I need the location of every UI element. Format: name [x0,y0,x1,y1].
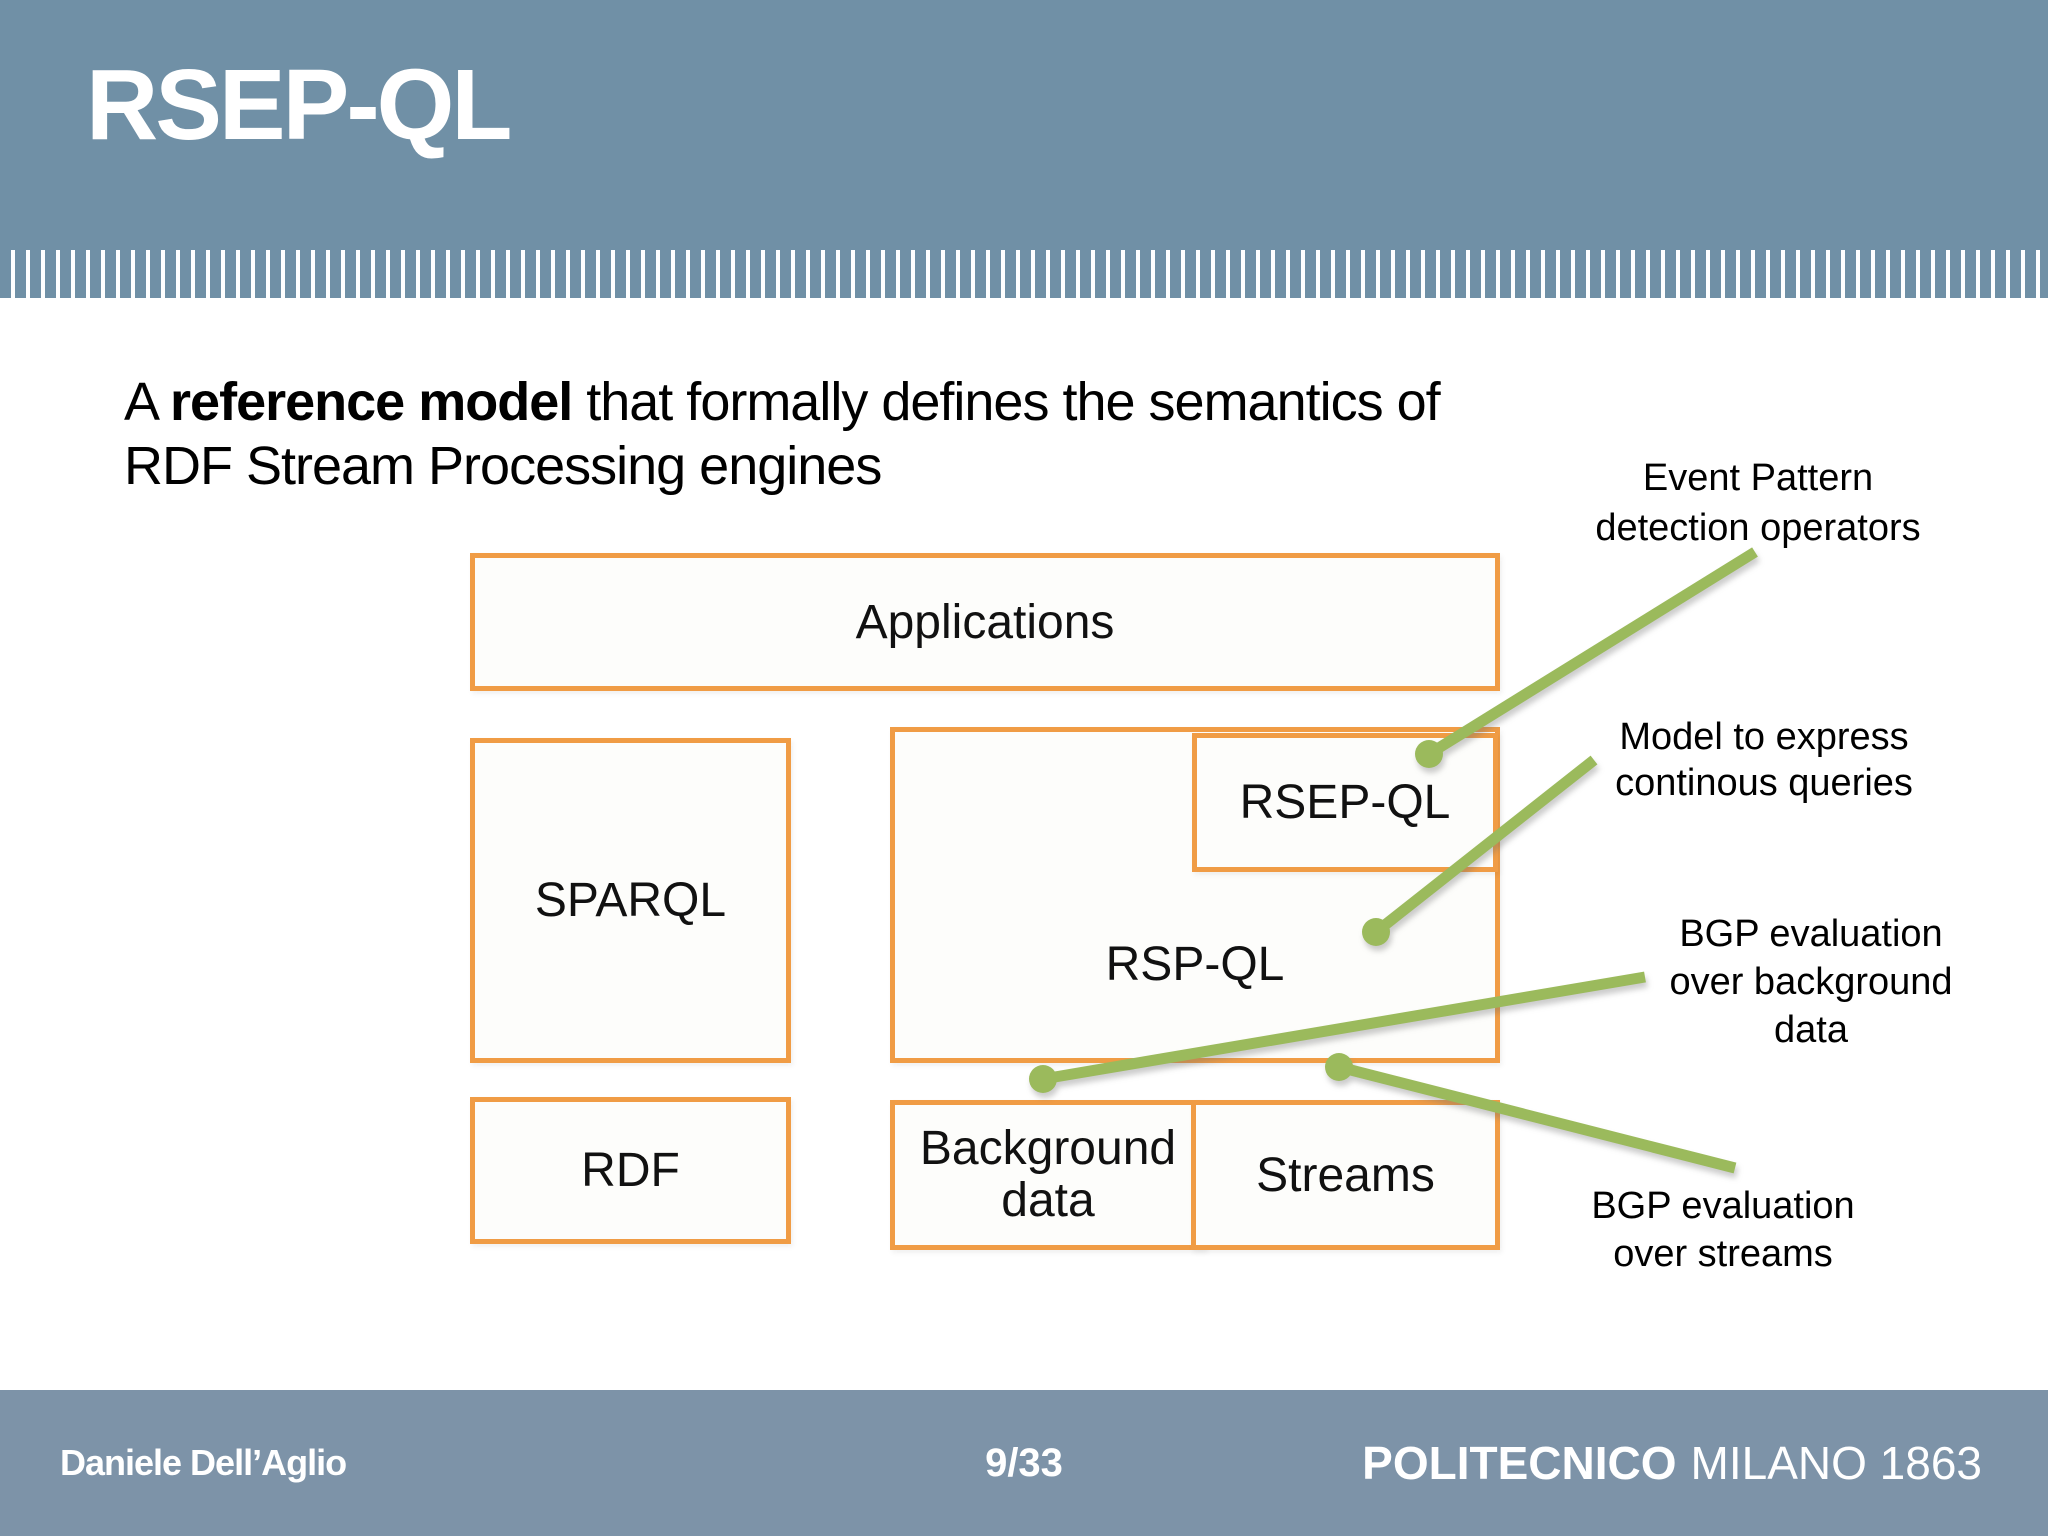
intro-bold: reference model [170,372,573,432]
annotation-bgp-streams: BGP evaluation over streams [1463,1182,1983,1278]
box-rsep-ql: RSEP-QL [1192,733,1498,872]
annotation-event-pattern-line2: detection operators [1595,507,1921,549]
annotation-bgp-streams-line1: BGP evaluation [1591,1185,1855,1227]
box-background-data-line1: Background [919,1122,1177,1175]
footer-page-number: 9/33 [985,1440,1063,1485]
footer-author: Daniele Dell’Aglio [60,1442,347,1483]
box-applications: Applications [470,553,1500,691]
annotation-model-express-line2: continous queries [1615,762,1913,804]
box-streams: Streams [1191,1100,1500,1250]
intro-line2: RDF Stream Processing engines [124,436,882,496]
header-band: RSEP-QL [0,0,2048,250]
footer-brand-regular: MILANO 1863 [1690,1437,1982,1489]
annotation-bgp-background-line3: data [1774,1009,1848,1051]
box-rdf: RDF [470,1097,791,1244]
annotation-event-pattern-line1: Event Pattern [1642,457,1874,499]
box-rsep-ql-label: RSEP-QL [1239,776,1451,829]
footer-brand-bold: POLITECNICO [1362,1437,1677,1489]
tick-strip-decoration [0,250,2048,298]
annotation-model-express-line1: Model to express [1619,716,1909,758]
annotation-bgp-streams-line2: over streams [1613,1233,1833,1275]
annotation-event-pattern: Event Pattern detection operators [1498,453,2018,553]
box-background-data: Background data [890,1100,1206,1250]
box-streams-label: Streams [1256,1148,1435,1202]
connector-dot-bgp-background [1029,1065,1057,1093]
annotation-model-express: Model to express continous queries [1504,714,2024,806]
intro-suffix: that formally defines the semantics of [572,372,1440,432]
box-rsp-ql-label: RSP-QL [1105,938,1285,991]
slide-title: RSEP-QL [86,49,512,161]
box-sparql-label: SPARQL [534,874,727,927]
box-applications-label: Applications [855,595,1115,649]
annotation-bgp-background-line1: BGP evaluation [1679,913,1943,955]
footer-band: Daniele Dell’Aglio 9/33 POLITECNICO MILA… [0,1390,2048,1536]
box-background-data-line2: data [1001,1174,1095,1227]
box-rdf-label: RDF [581,1144,680,1197]
annotation-bgp-background: BGP evaluation over background data [1551,910,2048,1054]
annotation-bgp-background-line2: over background [1669,961,1953,1003]
box-sparql: SPARQL [470,738,791,1063]
intro-paragraph: A reference model that formally defines … [124,370,1824,498]
intro-prefix: A [124,372,171,432]
footer-brand-logo: POLITECNICO MILANO 1863 [1362,1390,1982,1536]
